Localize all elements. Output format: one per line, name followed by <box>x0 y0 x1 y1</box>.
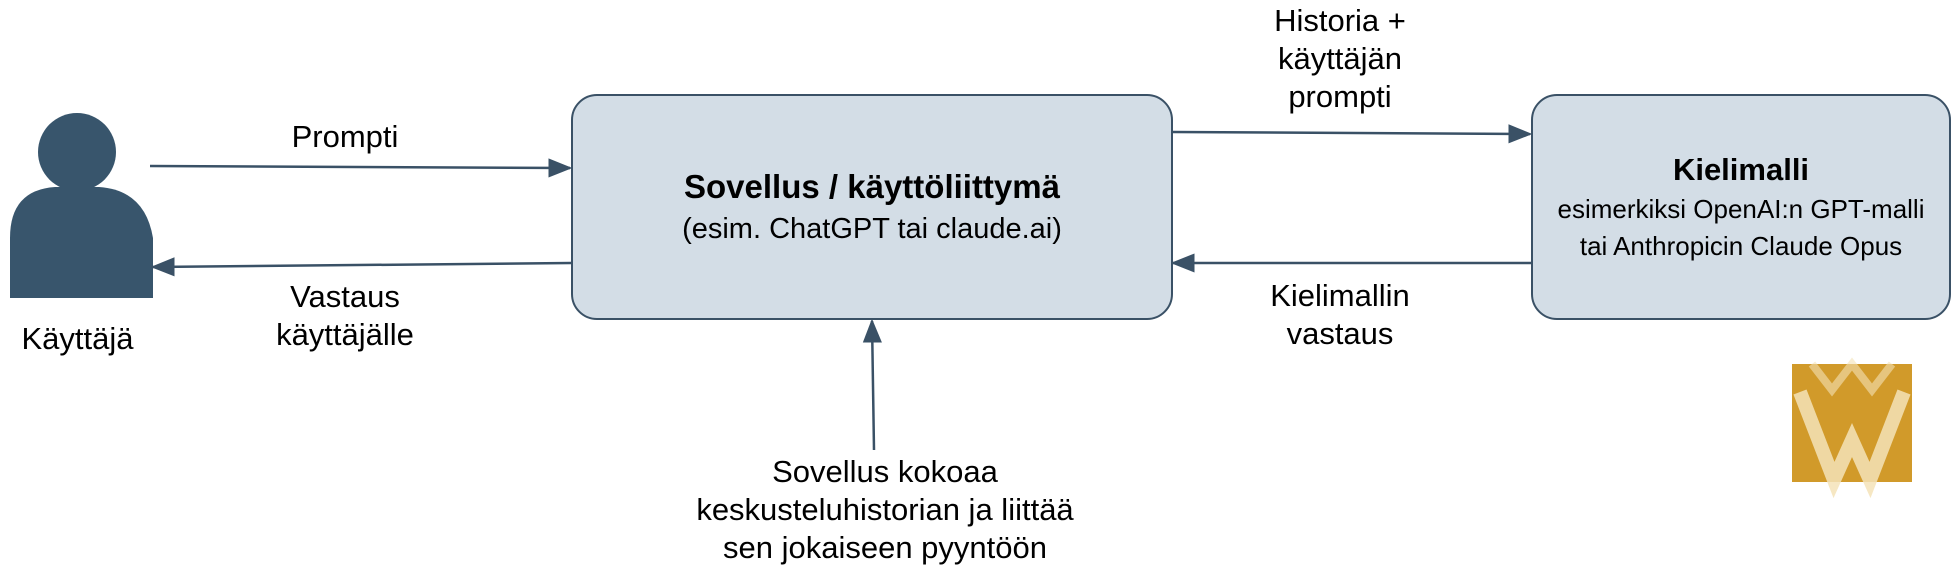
edge-label-line: käyttäjän <box>1277 41 1403 76</box>
edge-label-prompt: Prompti <box>291 119 399 154</box>
edge-label-line: Historia + <box>1274 3 1406 38</box>
arrow-prompt <box>149 158 573 178</box>
app-box: Sovellus / käyttöliittymä (esim. ChatGPT… <box>571 94 1173 320</box>
llm-box: Kielimalli esimerkiksi OpenAI:n GPT-mall… <box>1531 94 1951 320</box>
edge-label-line: Kielimallin <box>1270 278 1410 313</box>
edge-label-app-note: Sovellus kokoaa keskusteluhistorian ja l… <box>600 453 1170 567</box>
app-box-subtitle: (esim. ChatGPT tai claude.ai) <box>682 213 1062 245</box>
arrow-response-to-user <box>150 257 572 277</box>
edge-label-line: Sovellus kokoaa <box>772 454 998 489</box>
llm-box-title: Kielimalli <box>1672 152 1810 187</box>
edge-label-llm-response: Kielimallin vastaus <box>1215 277 1465 353</box>
app-box-title: Sovellus / käyttöliittymä <box>684 168 1060 205</box>
person-icon <box>10 113 153 298</box>
edge-label-response-to-user: Vastaus käyttäjälle <box>225 278 465 354</box>
edge-label-history-prompt: Historia + käyttäjän prompti <box>1215 2 1465 116</box>
edge-label-line: Vastaus <box>290 279 400 314</box>
edge-label-line: vastaus <box>1286 316 1394 351</box>
edge-label-line: käyttäjälle <box>276 317 414 352</box>
arrow-history-prompt <box>1172 124 1533 144</box>
edge-label-line: sen jokaiseen pyyntöön <box>722 530 1047 565</box>
edge-label-line: keskusteluhistorian ja liittää <box>696 492 1074 527</box>
arrow-app-note <box>862 318 882 451</box>
edge-label-line: prompti <box>1288 79 1392 114</box>
w-logo-icon <box>1792 357 1912 499</box>
llm-box-description: esimerkiksi OpenAI:n GPT-malli tai Anthr… <box>1557 194 1925 261</box>
user-label: Käyttäjä <box>21 321 134 356</box>
